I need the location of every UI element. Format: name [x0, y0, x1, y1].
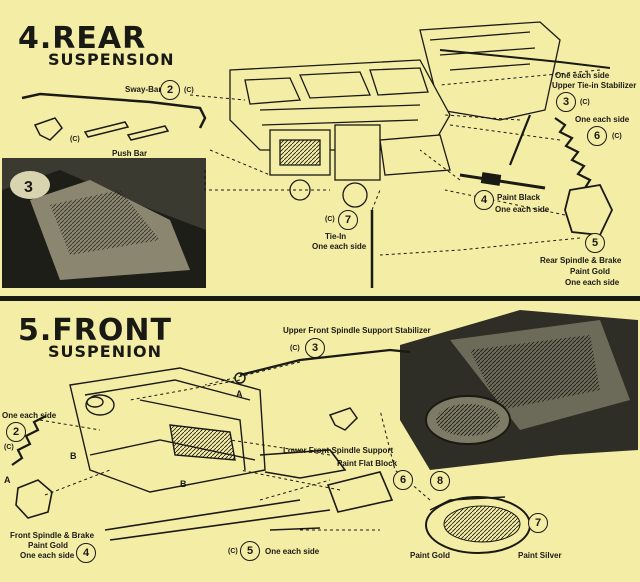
upper-stabilizer-part [239, 348, 411, 377]
push-bar-c: (C) [70, 136, 80, 143]
upper-stabilizer-c: (C) [290, 345, 300, 352]
paint-black-rod-part [459, 172, 546, 190]
rear-photo-inset: 3 [2, 158, 206, 288]
marker-b-left: B [70, 451, 77, 461]
rear-spindle-number: 5 [585, 233, 605, 253]
section-divider [0, 296, 640, 301]
sway-bar-c: (C) [184, 87, 194, 94]
push-bar-part [83, 121, 170, 141]
flat-black-part [326, 471, 394, 513]
rear-heading: 4.REAR [18, 21, 147, 56]
marker-a-lower: A [4, 475, 11, 485]
rear-spindle-part [564, 184, 613, 236]
rear-spindle-line3: One each side [565, 278, 620, 287]
stabilizer-part [439, 49, 611, 69]
front-subheading: SUSPENION [48, 342, 163, 361]
paint-black-line2: One each side [495, 205, 550, 214]
rear-spindle-line1: Rear Spindle & Brake [540, 256, 622, 265]
marker-b-right: B [180, 479, 187, 489]
lower-support-part [259, 449, 347, 479]
intake-number-8: 8 [430, 471, 450, 491]
upper-stabilizer-number: 3 [305, 338, 325, 358]
rear-subheading: SUSPENSION [48, 50, 175, 69]
front-heading: 5.FRONT [18, 313, 172, 348]
svg-text:3: 3 [24, 179, 33, 196]
rear-chassis-drawing [229, 21, 561, 208]
front-chassis-drawing [69, 367, 266, 493]
intake-number-7: 7 [528, 513, 548, 533]
front-spindle-line2: Paint Gold [28, 541, 68, 550]
lower-support-label: Lower Front Spindle Support [283, 446, 394, 455]
front-spring-part [11, 415, 47, 466]
spring-label: One each side [575, 115, 630, 124]
intake-part [425, 496, 531, 554]
flat-black-label: Paint Flat Block [337, 459, 398, 468]
spring-part [554, 117, 599, 195]
front-spindle-part [15, 479, 53, 519]
stabilizer-c: (C) [580, 99, 590, 106]
stabilizer-line1: One each side [555, 71, 610, 80]
upper-stabilizer-label: Upper Front Spindle Support Stabilizer [283, 326, 431, 335]
sway-bar-label: Sway-Bar [125, 85, 162, 94]
upper-link-part [508, 114, 532, 166]
flat-black-number: 6 [393, 470, 413, 490]
front-spindle-line3: One each side [20, 551, 75, 560]
lower-rods-part [104, 499, 331, 541]
front-spring-c: (C) [4, 444, 14, 451]
sway-bar-number: 2 [160, 80, 180, 100]
paint-black-line1: Paint Black [497, 193, 541, 202]
marker-a-upper: A [236, 389, 243, 399]
spring-c: (C) [612, 133, 622, 140]
front-spring-number: 2 [6, 422, 26, 442]
push-bar-label: Push Bar [112, 149, 148, 158]
stabilizer-line2: Upper Tie-in Stabilizer [552, 81, 637, 90]
rear-spindle-line2: Paint Gold [570, 267, 610, 276]
bottom-label: One each side [265, 547, 320, 556]
tie-in-line2: One each side [312, 242, 367, 251]
tie-in-line1: Tie-In [325, 232, 347, 241]
tie-in-c: (C) [325, 216, 335, 223]
bottom-c: (C) [228, 548, 238, 555]
front-spindle-line1: Front Spindle & Brake [10, 531, 95, 540]
rear-leader-lines [189, 69, 601, 256]
front-leader-lines [39, 361, 431, 531]
clip-part [33, 117, 63, 141]
spring-number: 6 [587, 126, 607, 146]
front-photo-inset [400, 310, 638, 470]
tie-in-number: 7 [338, 210, 358, 230]
paint-black-number: 4 [474, 190, 494, 210]
paint-gold-label: Paint Gold [410, 551, 450, 560]
front-spindle-number: 4 [76, 543, 96, 563]
stabilizer-number: 3 [556, 92, 576, 112]
sway-bar-part [21, 92, 207, 129]
bottom-number: 5 [240, 541, 260, 561]
front-clip-part [328, 407, 358, 431]
paint-silver-label: Paint Silver [518, 551, 562, 560]
front-spring-label: One each side [2, 411, 57, 420]
